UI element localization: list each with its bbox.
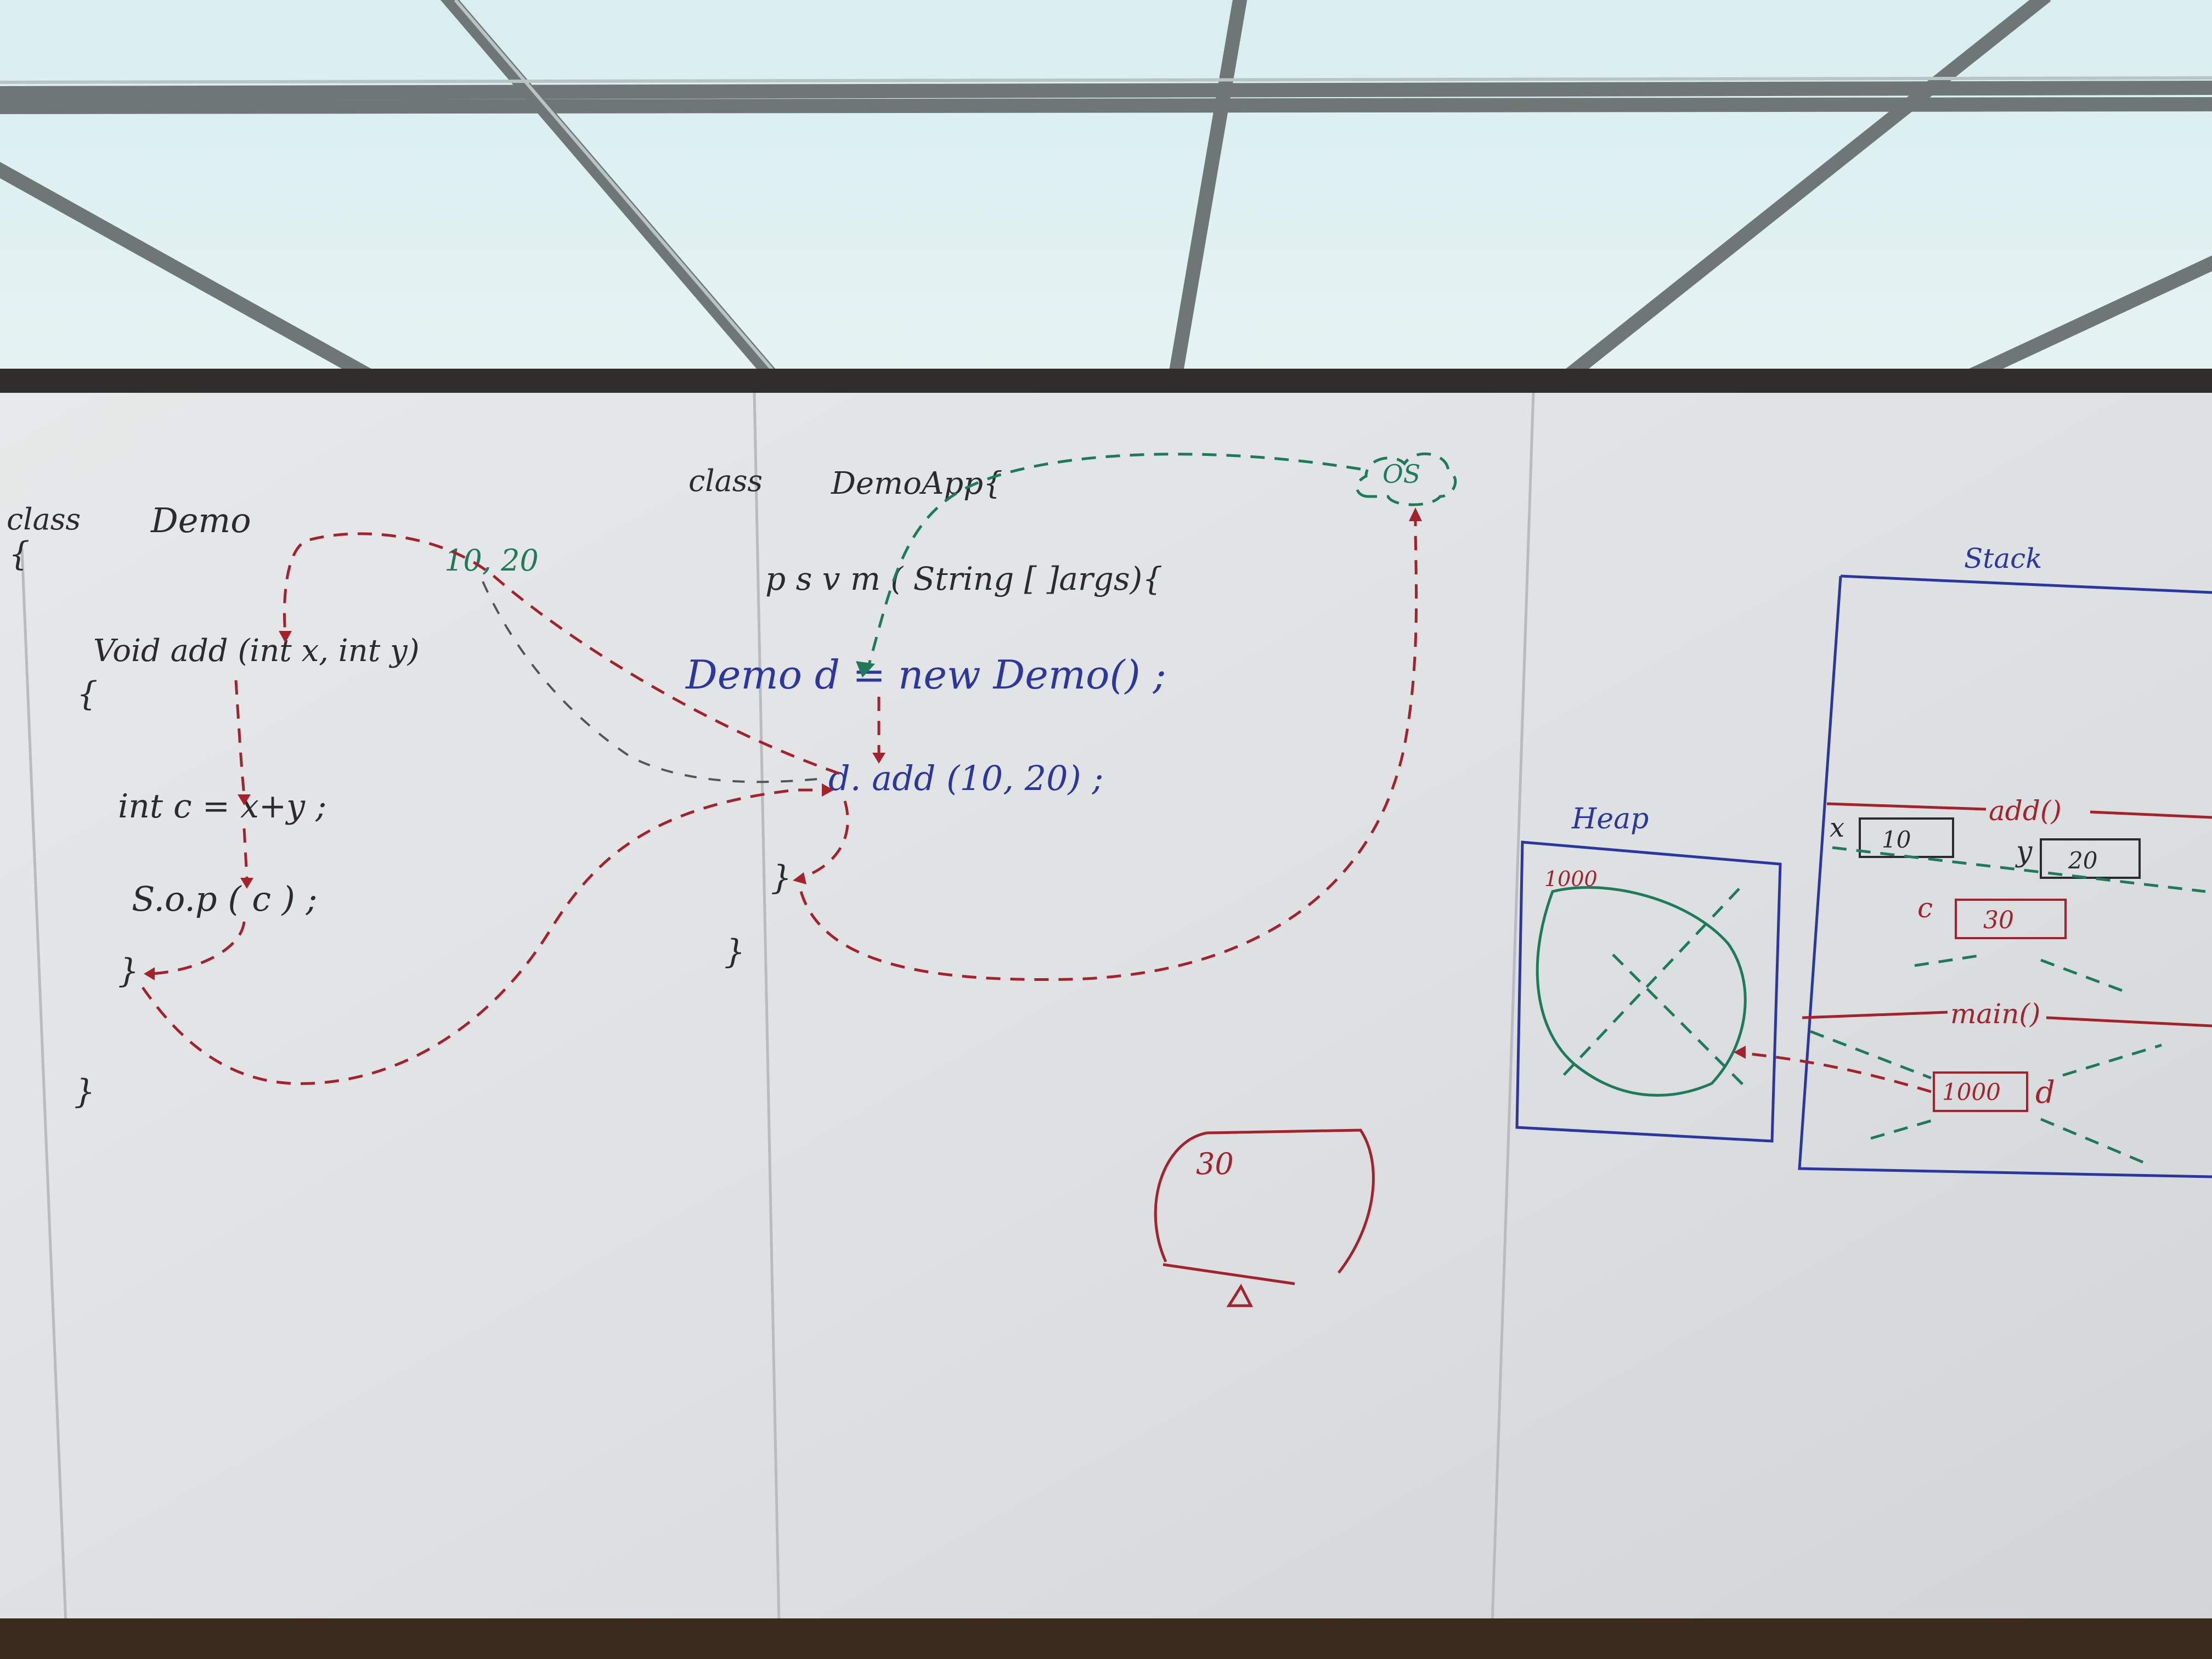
add-method-signature: Void add (int x, int y) [93, 633, 420, 669]
stack-var-d: d [2035, 1075, 2055, 1110]
stack-val-x: 10 [1882, 826, 1911, 853]
stack-val-d: 1000 [1942, 1079, 2001, 1105]
stack-frame-add: add() [1989, 795, 2062, 827]
demo-class-code: class Demo { Void add (int x, int y) { i… [7, 500, 539, 1111]
add-method-close-brace: } [118, 952, 139, 990]
demo-class-keyword: class [7, 502, 81, 537]
stack-var-y: y [2015, 836, 2033, 868]
main-close-brace: } [771, 859, 792, 897]
demo-class-close-brace: } [74, 1073, 95, 1111]
add-call-statement: d. add (10, 20) ; [828, 758, 1103, 798]
demoapp-class-code: class DemoApp{ p s v m ( String [ ]args)… [685, 464, 1166, 971]
stack-box-d [1933, 1071, 2028, 1112]
console-output-value: 30 [1196, 1147, 1234, 1181]
stack-diagram: Stack add() x 10 y 20 c 30 main() 1000 d [1734, 543, 2212, 1178]
flow-arrows [141, 453, 1422, 1085]
heap-diagram: Heap 1000 [1515, 803, 1782, 1143]
stack-title: Stack [1964, 543, 2042, 574]
demo-class-open-brace: { [9, 535, 30, 573]
os-label: OS [1383, 459, 1420, 489]
stack-var-x: x [1830, 812, 1844, 843]
stack-frame-main: main() [1950, 998, 2040, 1030]
add-method-open-brace: { [77, 675, 98, 713]
args-note: 10, 20 [444, 543, 539, 578]
panel-seams [20, 392, 1535, 1624]
heap-object-address: 1000 [1544, 867, 1598, 891]
stack-box-y [2040, 838, 2141, 879]
print-statement: S.o.p ( c ) ; [132, 879, 317, 919]
console-output: 30 [1154, 1128, 1375, 1307]
demoapp-close-brace: } [724, 933, 745, 971]
stack-box-c [1955, 899, 2067, 939]
new-demo-statement: Demo d = new Demo() ; [685, 652, 1166, 698]
heap-title: Heap [1571, 803, 1649, 836]
int-c-statement: int c = x+y ; [118, 787, 326, 826]
demo-class-name: Demo [150, 500, 251, 540]
main-method-signature: p s v m ( String [ ]args){ [765, 560, 1163, 597]
demoapp-class-keyword: class [689, 464, 763, 498]
stack-var-c: c [1917, 892, 1933, 924]
stack-val-y: 20 [2068, 847, 2097, 874]
stack-val-c: 30 [1983, 906, 2014, 934]
whiteboard-surface [0, 393, 2212, 1644]
board-top-rail [0, 369, 2212, 394]
os-cloud: OS [1356, 452, 1457, 506]
ceiling-skylight [0, 0, 2212, 394]
board-bottom-ledge [0, 1618, 2212, 1659]
